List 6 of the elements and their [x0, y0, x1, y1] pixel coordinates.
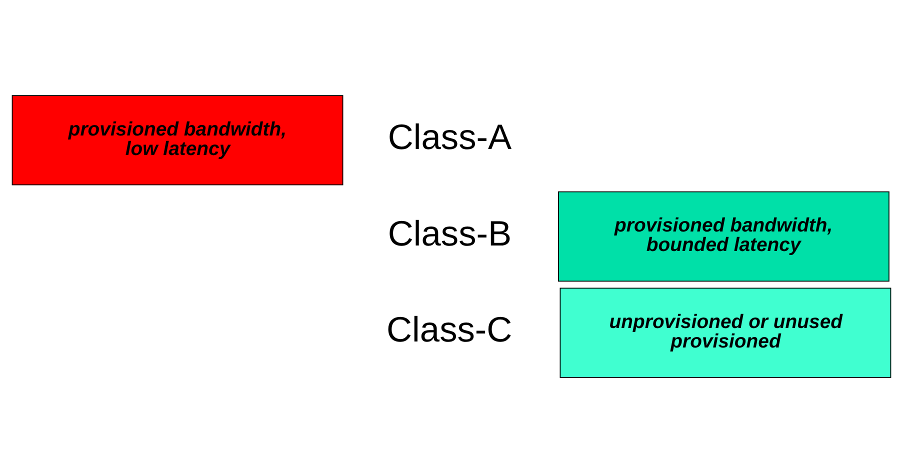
node-label: Class-C — [386, 310, 512, 350]
node-label: Class-A — [388, 118, 512, 157]
node-box: provisioned bandwidth, bounded latency — [558, 190, 890, 282]
node-box: unprovisioned or unused provisioned — [560, 287, 892, 378]
node-box: provisioned bandwidth, low latency — [12, 94, 344, 185]
node-label: Class-B — [388, 214, 512, 253]
